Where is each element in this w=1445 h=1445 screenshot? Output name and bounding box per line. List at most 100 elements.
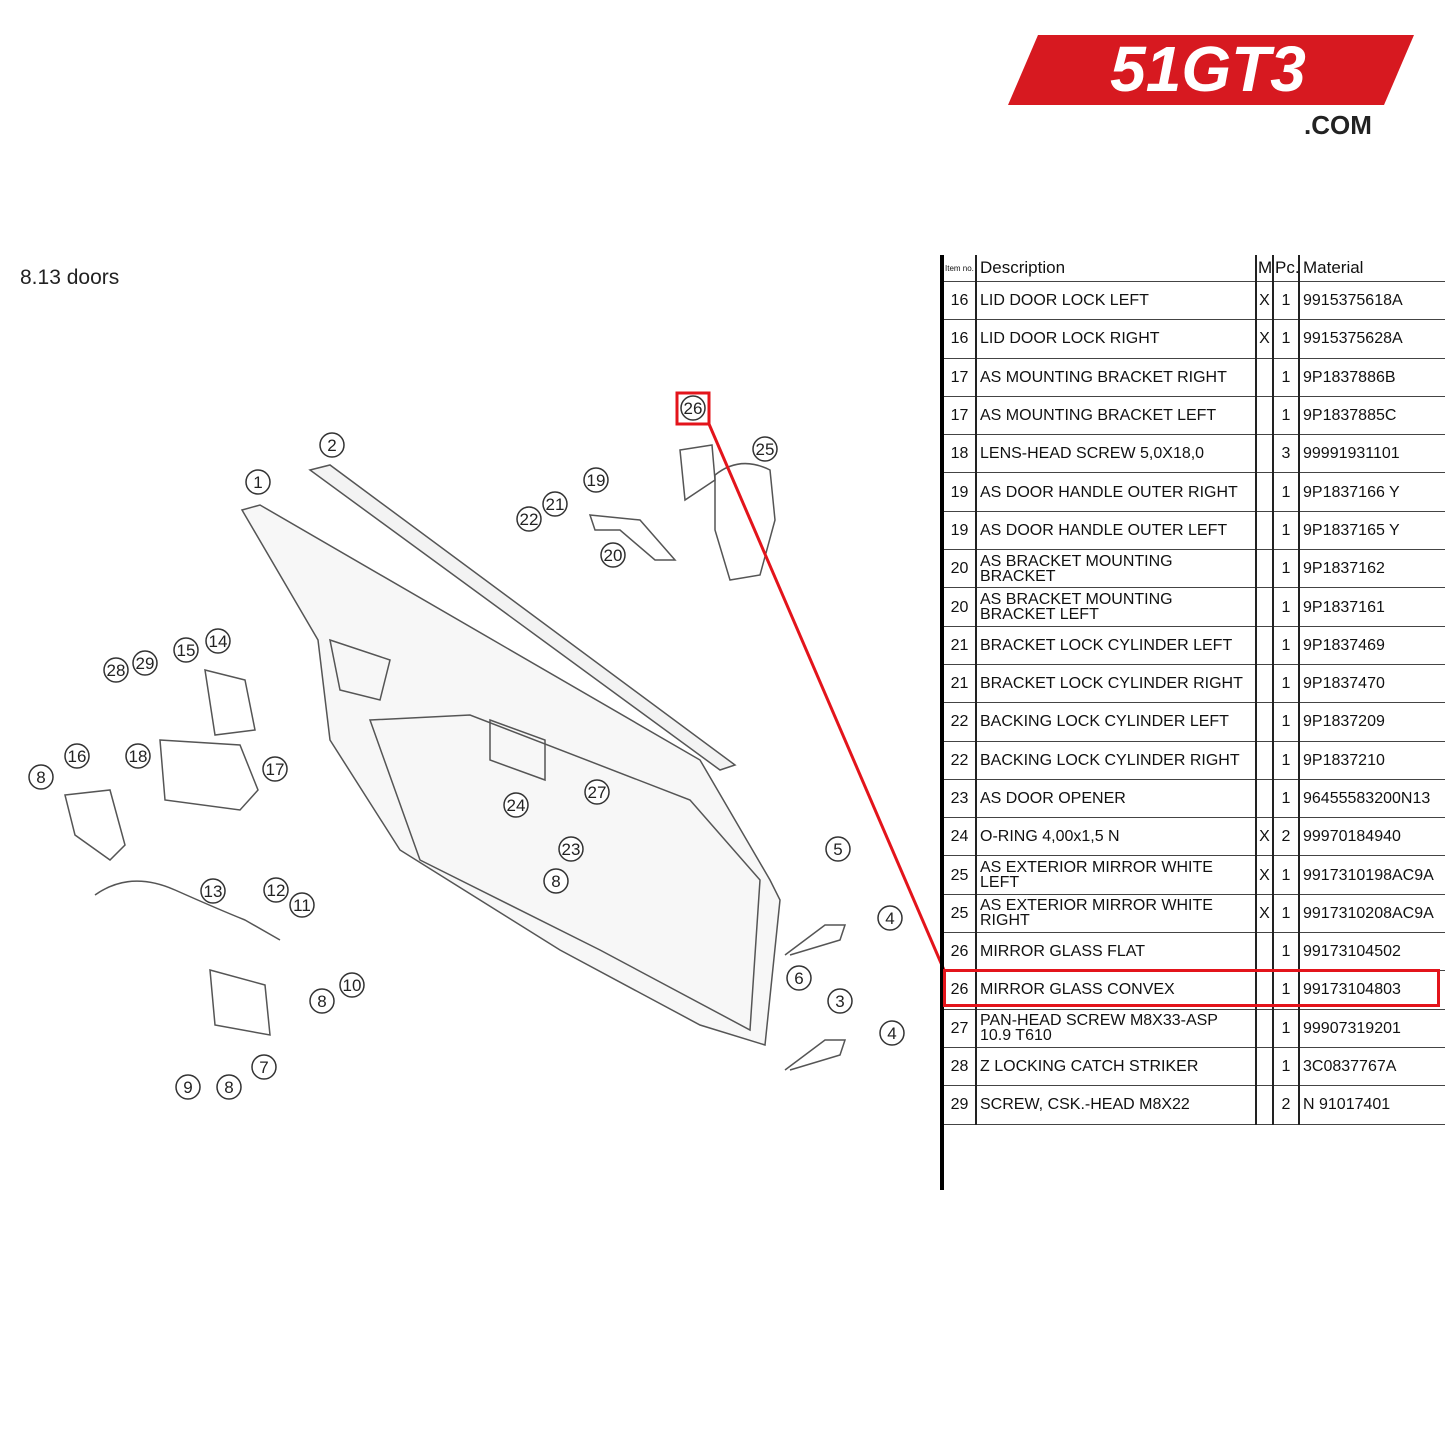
row-material: 9P1837470 xyxy=(1299,664,1445,704)
row-item-no: 19 xyxy=(944,472,977,512)
row-item-no: 20 xyxy=(944,587,977,627)
row-m xyxy=(1256,472,1274,512)
row-m xyxy=(1256,626,1274,665)
callout-19: 19 xyxy=(583,467,609,493)
callout-4: 4 xyxy=(879,1020,905,1046)
row-pc: 2 xyxy=(1273,817,1300,857)
callout-label: 13 xyxy=(204,882,223,901)
callout-8: 8 xyxy=(543,868,569,894)
row-material: 9P1837210 xyxy=(1299,741,1445,780)
callout-12: 12 xyxy=(263,877,289,903)
row-item-no: 17 xyxy=(944,358,977,397)
row-description: MIRROR GLASS CONVEX xyxy=(976,970,1257,1010)
callout-25: 25 xyxy=(752,436,778,462)
row-item-no: 25 xyxy=(944,894,977,934)
row-pc: 1 xyxy=(1273,894,1300,934)
row-material: 96455583200N13 xyxy=(1299,779,1445,819)
row-item-no: 16 xyxy=(944,281,977,321)
row-description: Z LOCKING CATCH STRIKER xyxy=(976,1047,1257,1087)
callout-18: 18 xyxy=(125,743,151,769)
header-item-no: Item no. xyxy=(944,255,977,282)
callout-label: 17 xyxy=(266,760,285,779)
callout-16: 16 xyxy=(64,743,90,769)
row-material: 3C0837767A xyxy=(1299,1047,1445,1087)
row-description: AS DOOR OPENER xyxy=(976,779,1257,819)
callout-28: 28 xyxy=(103,657,129,683)
callout-label: 8 xyxy=(551,872,560,891)
row-item-no: 29 xyxy=(944,1085,977,1125)
row-pc: 1 xyxy=(1273,855,1300,895)
header-pc: Pc. xyxy=(1273,255,1300,282)
row-item-no: 17 xyxy=(944,396,977,436)
row-m xyxy=(1256,396,1274,436)
row-item-no: 21 xyxy=(944,664,977,704)
table-header: Item no. Description M Pc. Material xyxy=(944,255,1445,282)
row-material: 99907319201 xyxy=(1299,1009,1445,1048)
callout-label: 6 xyxy=(794,969,803,988)
row-item-no: 18 xyxy=(944,434,977,474)
brand-logo: 51GT3 xyxy=(1008,35,1414,105)
row-description: AS EXTERIOR MIRROR WHITE RIGHT xyxy=(976,894,1257,934)
row-material: 9915375628A xyxy=(1299,319,1445,359)
callout-label: 12 xyxy=(267,881,286,900)
row-item-no: 26 xyxy=(944,970,977,1010)
callout-label: 15 xyxy=(177,641,196,660)
row-description: O-RING 4,00x1,5 N xyxy=(976,817,1257,857)
row-item-no: 22 xyxy=(944,741,977,780)
callout-label: 1 xyxy=(253,473,262,492)
highlighted-row-box xyxy=(943,969,1440,1007)
row-description: BACKING LOCK CYLINDER LEFT xyxy=(976,702,1257,742)
callout-label: 21 xyxy=(546,495,565,514)
row-pc: 3 xyxy=(1273,434,1300,474)
row-pc: 1 xyxy=(1273,358,1300,397)
callout-13: 13 xyxy=(200,878,226,904)
callout-22: 22 xyxy=(516,506,542,532)
row-material: 99991931101 xyxy=(1299,434,1445,474)
row-pc: 1 xyxy=(1273,626,1300,665)
section-title: 8.13 doors xyxy=(20,266,120,289)
callout-label: 29 xyxy=(136,654,155,673)
row-description: MIRROR GLASS FLAT xyxy=(976,932,1257,972)
callout-label: 8 xyxy=(317,992,326,1011)
row-material: 99173104803 xyxy=(1299,970,1445,1010)
callout-27: 27 xyxy=(584,779,610,805)
row-m xyxy=(1256,549,1274,589)
callout-8: 8 xyxy=(309,988,335,1014)
callout-label: 19 xyxy=(587,471,606,490)
callout-11: 11 xyxy=(289,892,315,918)
callout-label: 10 xyxy=(343,976,362,995)
row-description: LID DOOR LOCK RIGHT xyxy=(976,319,1257,359)
row-m xyxy=(1256,932,1274,972)
row-m: X xyxy=(1256,319,1274,359)
callout-8: 8 xyxy=(216,1074,242,1100)
row-m: X xyxy=(1256,855,1274,895)
callout-label: 24 xyxy=(507,796,526,815)
callout-24: 24 xyxy=(503,792,529,818)
callout-label: 8 xyxy=(224,1078,233,1097)
callout-label: 27 xyxy=(588,783,607,802)
row-m xyxy=(1256,587,1274,627)
row-m xyxy=(1256,702,1274,742)
